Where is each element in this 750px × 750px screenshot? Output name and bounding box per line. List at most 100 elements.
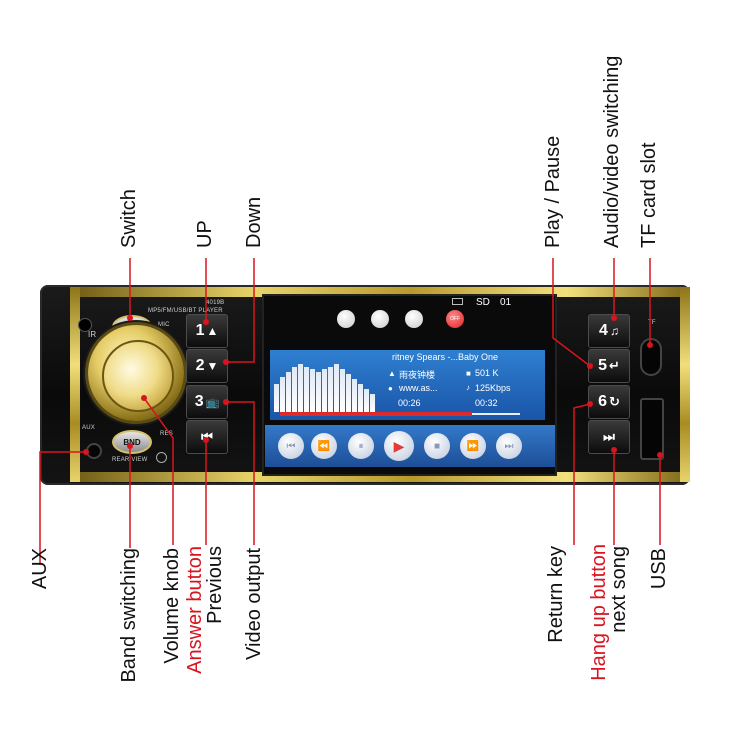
equalizer-bar (274, 384, 279, 412)
previous-icon: ⏮ (201, 429, 213, 444)
file-icon: ■ (466, 369, 471, 378)
progress-fill (280, 412, 472, 416)
button-6-number: 6 (598, 393, 607, 410)
equalizer-bar (370, 394, 375, 412)
tf-label: TF (648, 320, 656, 326)
equalizer-bar (346, 374, 351, 412)
button-5-play-pause[interactable]: 5↵ (588, 349, 630, 383)
tf-card-slot[interactable] (640, 338, 662, 376)
ir-sensor (78, 318, 92, 332)
label-return-key: Return key (545, 546, 567, 643)
mode-dot-3 (405, 310, 423, 328)
site-text: www.as... (399, 383, 438, 393)
rear-view-label: REAR VIEW (112, 457, 148, 463)
label-next-song: next song (608, 546, 630, 633)
label-down: Down (243, 196, 265, 248)
off-label: OFF (450, 316, 460, 322)
button-2-down[interactable]: 2▼ (186, 349, 228, 383)
skip-back-control[interactable]: ⏮ (278, 433, 304, 459)
label-switch: Switch (118, 189, 140, 248)
globe-icon: ● (388, 384, 393, 393)
label-usb: USB (648, 548, 670, 590)
song-icon: ▲ (388, 369, 396, 378)
enter-icon: ↵ (609, 358, 620, 373)
gold-trim-right (680, 287, 690, 482)
aux-label: AUX (82, 425, 95, 431)
next-button[interactable]: ⏭ (588, 420, 630, 454)
label-band-switching: Band switching (118, 548, 140, 683)
music-note-icon: ♫ (609, 324, 619, 338)
bitrate: 125Kbps (475, 383, 511, 393)
label-play-pause: Play / Pause (542, 135, 564, 248)
down-arrow-icon: ▼ (206, 359, 219, 373)
gold-trim-top (70, 287, 690, 297)
label-answer-button: Answer button (184, 546, 206, 674)
off-button[interactable]: OFF (446, 310, 464, 328)
song-title: 雨夜钟楼 (399, 370, 436, 380)
skip-forward-control[interactable]: ⏭ (496, 433, 522, 459)
label-aux: AUX (29, 548, 51, 590)
equalizer-bar (334, 364, 339, 412)
button-3-video[interactable]: 3📺 (186, 385, 228, 419)
volume-knob[interactable] (102, 340, 174, 412)
fast-forward-control[interactable]: ⏩ (460, 433, 486, 459)
label-volume-knob: Volume knob (161, 548, 183, 664)
gold-trim-left (70, 287, 80, 482)
play-icon: ▶ (393, 437, 405, 454)
fast-forward-icon: ⏩ (466, 440, 480, 452)
file-size: 501 K (475, 368, 499, 378)
res-label: RES (160, 431, 173, 437)
mic-label: MIC (158, 322, 170, 328)
equalizer-bar (292, 367, 297, 412)
button-1-number: 1 (195, 322, 205, 339)
modes-label: MP5/FM/USB/BT PLAYER (148, 308, 223, 314)
pause-control[interactable]: ⏸ (348, 433, 374, 459)
equalizer-bar (352, 379, 357, 412)
equalizer-bar (316, 372, 321, 412)
mode-dot-2 (371, 310, 389, 328)
previous-button[interactable]: ⏮ (186, 420, 228, 454)
equalizer-bar (286, 372, 291, 412)
button-6-return[interactable]: 6↻ (588, 385, 630, 419)
artist-text: ritney Spears -...Baby One (392, 352, 499, 362)
up-arrow-icon: ▲ (206, 324, 219, 338)
label-video-output: Video output (243, 548, 265, 660)
skip-forward-icon: ⏭ (504, 440, 514, 452)
skip-back-icon: ⏮ (286, 440, 296, 452)
button-1-up[interactable]: 1▲ (186, 314, 228, 348)
button-4-number: 4 (599, 322, 608, 339)
aux-port[interactable] (86, 443, 102, 459)
return-icon: ↻ (609, 394, 620, 409)
equalizer-bar (364, 389, 369, 412)
model-label: 4019B (206, 300, 225, 306)
label-audio-video-switching: Audio/video switching (601, 55, 623, 248)
button-2-number: 2 (195, 357, 205, 374)
band-switch-button[interactable]: BND (112, 430, 152, 454)
equalizer-bar (310, 369, 315, 412)
ir-label: IR (88, 330, 97, 339)
battery-icon (452, 298, 463, 305)
button-5-number: 5 (598, 357, 607, 374)
button-4-audio-video[interactable]: 4♫ (588, 314, 630, 348)
track-number: 01 (500, 297, 512, 308)
bitrate-icon: ♪ (466, 383, 470, 392)
label-tf-card-slot: TF card slot (638, 142, 660, 248)
usb-port[interactable] (640, 398, 664, 460)
rewind-icon: ⏪ (317, 440, 331, 452)
gold-trim-bottom (70, 472, 690, 482)
time-elapsed: 00:26 (398, 398, 421, 408)
play-control[interactable]: ▶ (384, 431, 414, 461)
equalizer-bar (298, 364, 303, 412)
stop-icon: ■ (433, 440, 441, 452)
rewind-control[interactable]: ⏪ (311, 433, 337, 459)
mode-dot-1 (337, 310, 355, 328)
rear-view-camera-icon (156, 452, 167, 463)
button-3-number: 3 (194, 393, 204, 410)
label-up: UP (194, 220, 216, 248)
time-total: 00:32 (475, 398, 498, 408)
source-label: SD (476, 297, 490, 308)
stop-control[interactable]: ■ (424, 433, 450, 459)
label-previous: Previous (204, 546, 226, 624)
equalizer-bar (340, 369, 345, 412)
